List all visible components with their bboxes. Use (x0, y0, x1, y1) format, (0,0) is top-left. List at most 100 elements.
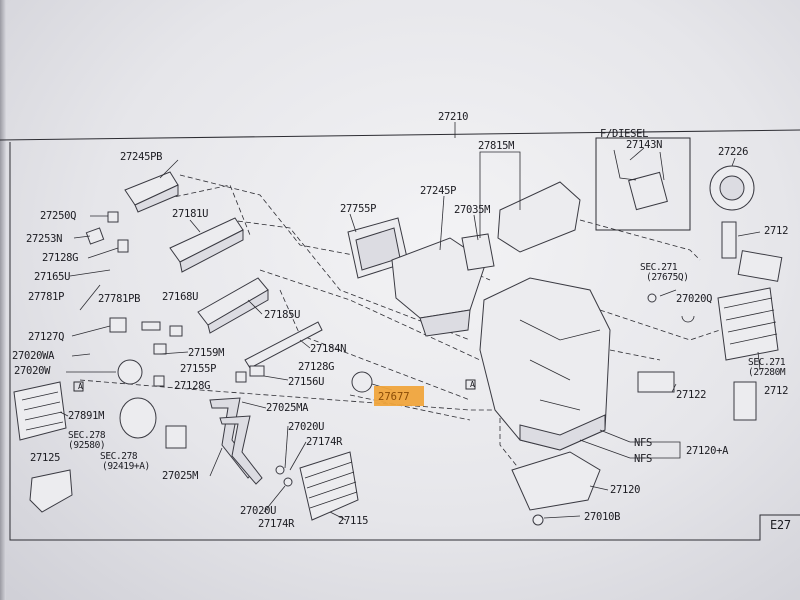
label-27755p: 27755P (340, 203, 376, 215)
duct-27815m (497, 181, 581, 253)
label-sec278b-sub: (92419+A) (102, 461, 150, 472)
part-27125 (29, 469, 73, 513)
label-27181u: 27181U (172, 208, 208, 220)
filter-pad-27122 (637, 371, 675, 393)
label-fdiesel: F/DIESEL (600, 128, 648, 140)
label-27025ma: 27025MA (266, 402, 309, 414)
label-sec271a: SEC.271 (640, 262, 678, 273)
ptc-wiring (613, 149, 665, 181)
actuator-27677 (351, 371, 373, 393)
assembly-dash-line (159, 184, 251, 236)
hose-27025ma (219, 415, 263, 485)
motor-27159m (117, 359, 143, 385)
leader-line (439, 195, 445, 251)
part-right-2712 (733, 381, 757, 421)
leader-line (329, 511, 347, 521)
leader-line (757, 351, 761, 371)
label-27245pb: 27245PB (120, 151, 162, 163)
label-27184n: 27184N (310, 343, 346, 355)
label-27020q: 27020Q (676, 293, 712, 305)
leader-line (671, 383, 677, 393)
diesel-inset-box (595, 137, 691, 231)
assembly-dash-line (579, 219, 701, 261)
label-27020u-b: 27020U (240, 505, 276, 517)
label-27781pb: 27781PB (98, 293, 140, 305)
oring-27174r (275, 465, 285, 475)
duct-27184n (244, 321, 323, 369)
label-27035m: 27035M (454, 204, 490, 216)
filter-27891m (13, 381, 67, 441)
leader-line (479, 151, 521, 238)
frame-top-line (0, 129, 800, 141)
leader-line (284, 425, 289, 469)
oring-27020u (283, 477, 293, 487)
label-27025m: 27025M (162, 470, 198, 482)
pipe-right (737, 250, 783, 282)
label-27253n: 27253N (26, 233, 62, 245)
label-27174r-a: 27174R (306, 436, 343, 448)
label-27127q: 27127Q (28, 331, 64, 343)
assembly-dash-line (349, 394, 471, 421)
marker-a-left (73, 381, 84, 392)
assembly-dash-line (609, 349, 661, 361)
leader-line (659, 289, 677, 297)
marker-a-center-label: A (470, 380, 475, 389)
leader-line (241, 401, 267, 409)
label-27120: 27120 (610, 484, 640, 496)
leader-line (71, 325, 111, 337)
duct-right-2712 (721, 221, 737, 259)
filter-27891m-ribs (21, 391, 64, 431)
label-corner-e27: E27 (770, 518, 791, 532)
leader-line (71, 353, 91, 357)
label-sec271b-sub: (27280M (748, 367, 786, 378)
ptc-heater-27143n (628, 171, 668, 211)
label-27165u: 27165U (34, 271, 70, 283)
heater-core-fins (304, 461, 358, 509)
leader-line (543, 515, 581, 519)
clip-27156u (235, 371, 247, 383)
heater-unit-base (519, 414, 606, 451)
assembly-dash-line (229, 219, 471, 341)
label-27020u-a: 27020U (288, 421, 324, 433)
label-27020w: 27020W (14, 365, 51, 377)
label-27125: 27125 (30, 452, 60, 464)
leader-line (263, 375, 289, 381)
leader-line (87, 247, 119, 259)
label-27815m: 27815M (478, 140, 514, 152)
duct-27185u-side (207, 289, 269, 334)
link-27781pb (141, 321, 161, 331)
leader-line (159, 351, 189, 355)
rod-27781p (79, 284, 101, 311)
seal-27035m (461, 233, 495, 271)
leader-line (629, 147, 645, 161)
heater-core-27115 (299, 451, 359, 521)
leader-line (73, 235, 91, 239)
leader-line (189, 219, 201, 233)
clip-27253n (85, 227, 105, 245)
label-27174r-b: 27174R (258, 518, 295, 530)
label-27010b: 27010B (584, 511, 620, 523)
leader-line (349, 213, 357, 233)
leader-line (59, 411, 69, 417)
leader-line (731, 157, 736, 167)
label-27120a: 27120+A (686, 445, 729, 457)
label-2712x: 2712 (764, 225, 788, 237)
label-27128g-c: 27128G (298, 361, 334, 373)
label-main-27210: 27210 (438, 111, 468, 123)
label-sec278b: SEC.278 (100, 451, 138, 462)
marker-a-center (465, 379, 476, 390)
assembly-dash-line (499, 410, 521, 471)
leader-line (159, 159, 179, 179)
label-nfs-2: NFS (634, 453, 652, 465)
label-27891m: 27891M (68, 410, 104, 422)
label-27155p: 27155P (180, 363, 216, 375)
label-27250q: 27250Q (40, 210, 76, 222)
clip-27128g (117, 239, 129, 253)
leader-line (473, 214, 479, 241)
label-27156u: 27156U (288, 376, 324, 388)
highlight-27677 (374, 386, 424, 406)
intake-case-lower (419, 309, 471, 337)
clip-27155p (153, 343, 167, 355)
label-27677: 27677 (378, 391, 410, 403)
